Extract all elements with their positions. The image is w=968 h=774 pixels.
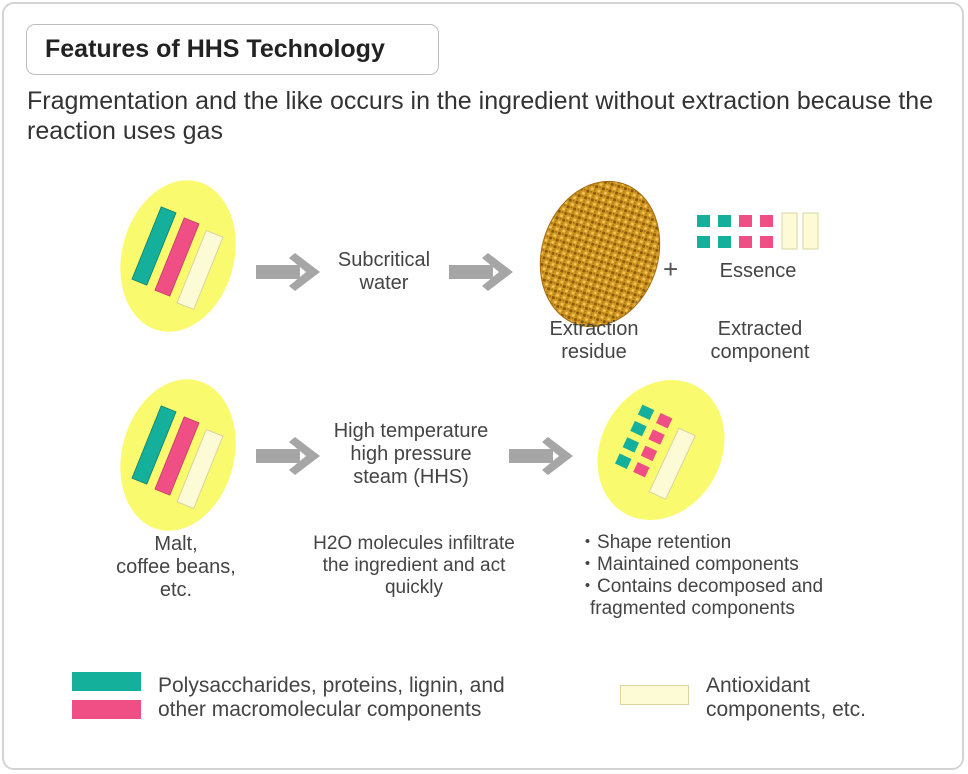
- list-item: ・Contains decomposed and: [578, 576, 824, 597]
- process-label-hhs: High temperature high pressure steam (HH…: [333, 420, 489, 488]
- process-label-subcritical: Subcritical water: [337, 249, 431, 294]
- arrow-right-icon: [256, 437, 320, 475]
- residue-label: Extraction residue: [549, 318, 639, 363]
- arrow-right-icon: [449, 253, 513, 291]
- essence-label: Essence: [719, 260, 797, 282]
- page-title: Features of HHS Technology: [45, 35, 385, 63]
- arrow-right-icon: [256, 253, 320, 291]
- ingredient-ellipse-row2: [120, 379, 236, 531]
- extracted-component-label: Extracted component: [710, 318, 810, 363]
- essence-fragments: [697, 212, 819, 250]
- processed-ellipse: [597, 380, 725, 520]
- macromolecule-bar: [131, 405, 177, 485]
- result-list: ・Shape retention ・Maintained components …: [578, 532, 823, 620]
- extraction-residue-ellipse: [539, 180, 661, 328]
- macromolecule-bar: [131, 206, 177, 286]
- process-note: H2O molecules infiltrate the ingredient …: [313, 533, 515, 598]
- arrow-right-icon: [509, 437, 573, 475]
- legend-macro-label: Polysaccharides, proteins, lignin, and o…: [158, 674, 505, 721]
- title-box: Features of HHS Technology: [26, 24, 439, 75]
- ingredient-label: Malt, coffee beans, etc.: [116, 533, 236, 601]
- legend-swatch-teal: [72, 672, 141, 691]
- headline: Fragmentation and the like occurs in the…: [27, 87, 934, 145]
- antioxidant-bar: [176, 229, 224, 311]
- macromolecule-bar: [154, 217, 200, 297]
- list-item: ・Shape retention: [578, 532, 732, 553]
- list-item: ・Maintained components: [578, 554, 799, 575]
- macromolecule-bar: [154, 416, 200, 496]
- legend-swatch-cream: [620, 685, 689, 705]
- list-item-continuation: fragmented components: [590, 598, 795, 619]
- antioxidant-bar: [176, 428, 224, 510]
- plus-icon: +: [663, 254, 679, 284]
- legend-swatch-pink: [72, 700, 141, 719]
- legend-antioxidant-label: Antioxidant components, etc.: [706, 674, 866, 721]
- ingredient-ellipse-row1: [120, 180, 236, 332]
